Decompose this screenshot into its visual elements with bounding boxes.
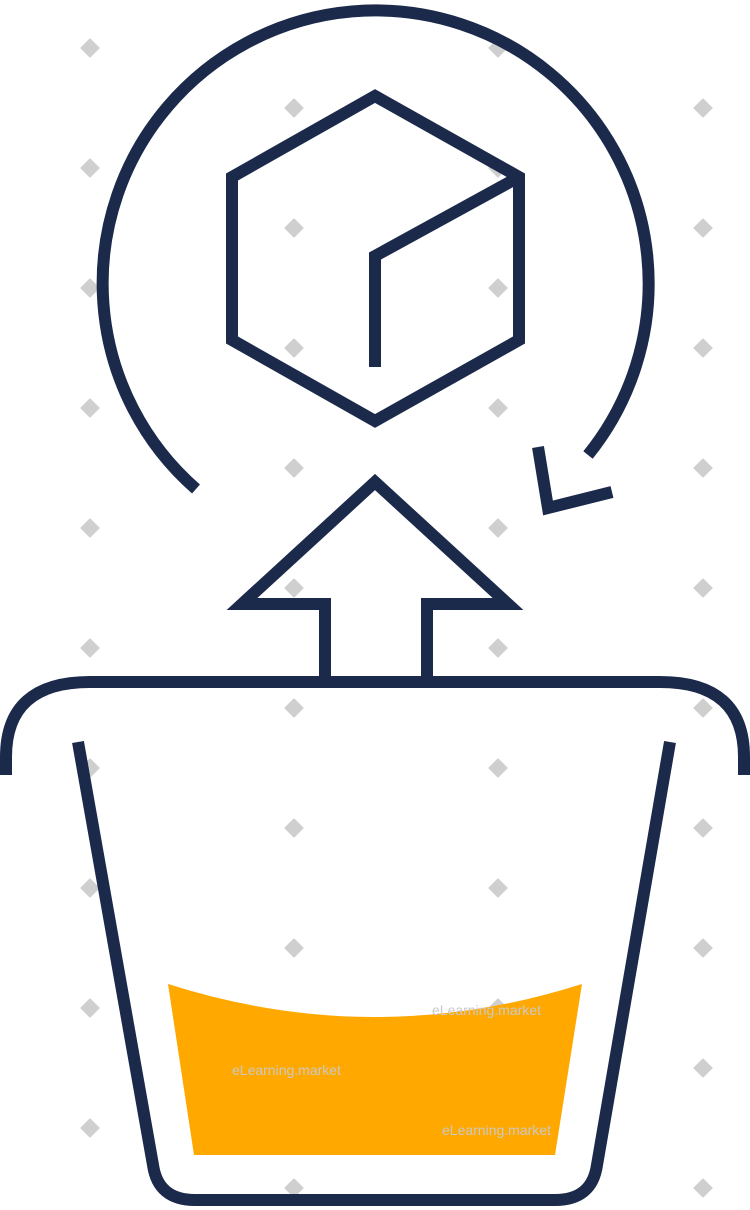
watermark-diamond (488, 758, 508, 778)
watermark-diamond (693, 1178, 713, 1198)
cycle-arrowhead-icon (532, 446, 614, 516)
watermark-diamond (284, 938, 304, 958)
container-rim (0, 676, 750, 775)
watermark-diamond (488, 398, 508, 418)
watermark-diamond (488, 278, 508, 298)
watermark-diamond (80, 398, 100, 418)
liquid-fill (168, 984, 582, 1155)
watermark-diamond (284, 578, 304, 598)
watermark-diamond (80, 1118, 100, 1138)
watermark-text: eLearning.market (442, 1122, 551, 1138)
watermark-text: eLearning.market (232, 1062, 341, 1078)
container-icon (72, 740, 676, 1206)
watermark-diamond (80, 518, 100, 538)
cube-edge (369, 171, 522, 367)
watermark-diamond (284, 458, 304, 478)
watermark-diamond (80, 158, 100, 178)
watermark-diamond (693, 1058, 713, 1078)
watermark-diamond (284, 698, 304, 718)
watermark-diamond (693, 458, 713, 478)
up-arrow-icon (226, 473, 524, 682)
watermark-diamond (284, 98, 304, 118)
watermark-diamond (488, 638, 508, 658)
watermark-diamond (693, 938, 713, 958)
watermark-diamond (284, 1178, 304, 1198)
watermark-diamond (693, 698, 713, 718)
watermark-diamond (693, 818, 713, 838)
watermark-diamond (284, 218, 304, 238)
watermark-diamond (80, 38, 100, 58)
watermark-diamond (693, 98, 713, 118)
watermark-diamond (80, 998, 100, 1018)
watermark-diamond (284, 338, 304, 358)
watermark-diamond (284, 818, 304, 838)
watermark-diamond (80, 638, 100, 658)
watermark-diamond (488, 878, 508, 898)
watermark-diamond (693, 578, 713, 598)
watermark-diamond (693, 218, 713, 238)
watermark-diamond (488, 518, 508, 538)
watermark-diamond (80, 278, 100, 298)
watermark-diamond (693, 338, 713, 358)
cycle-arrow-icon (96, 4, 655, 494)
watermark-text: eLearning.market (432, 1002, 541, 1018)
